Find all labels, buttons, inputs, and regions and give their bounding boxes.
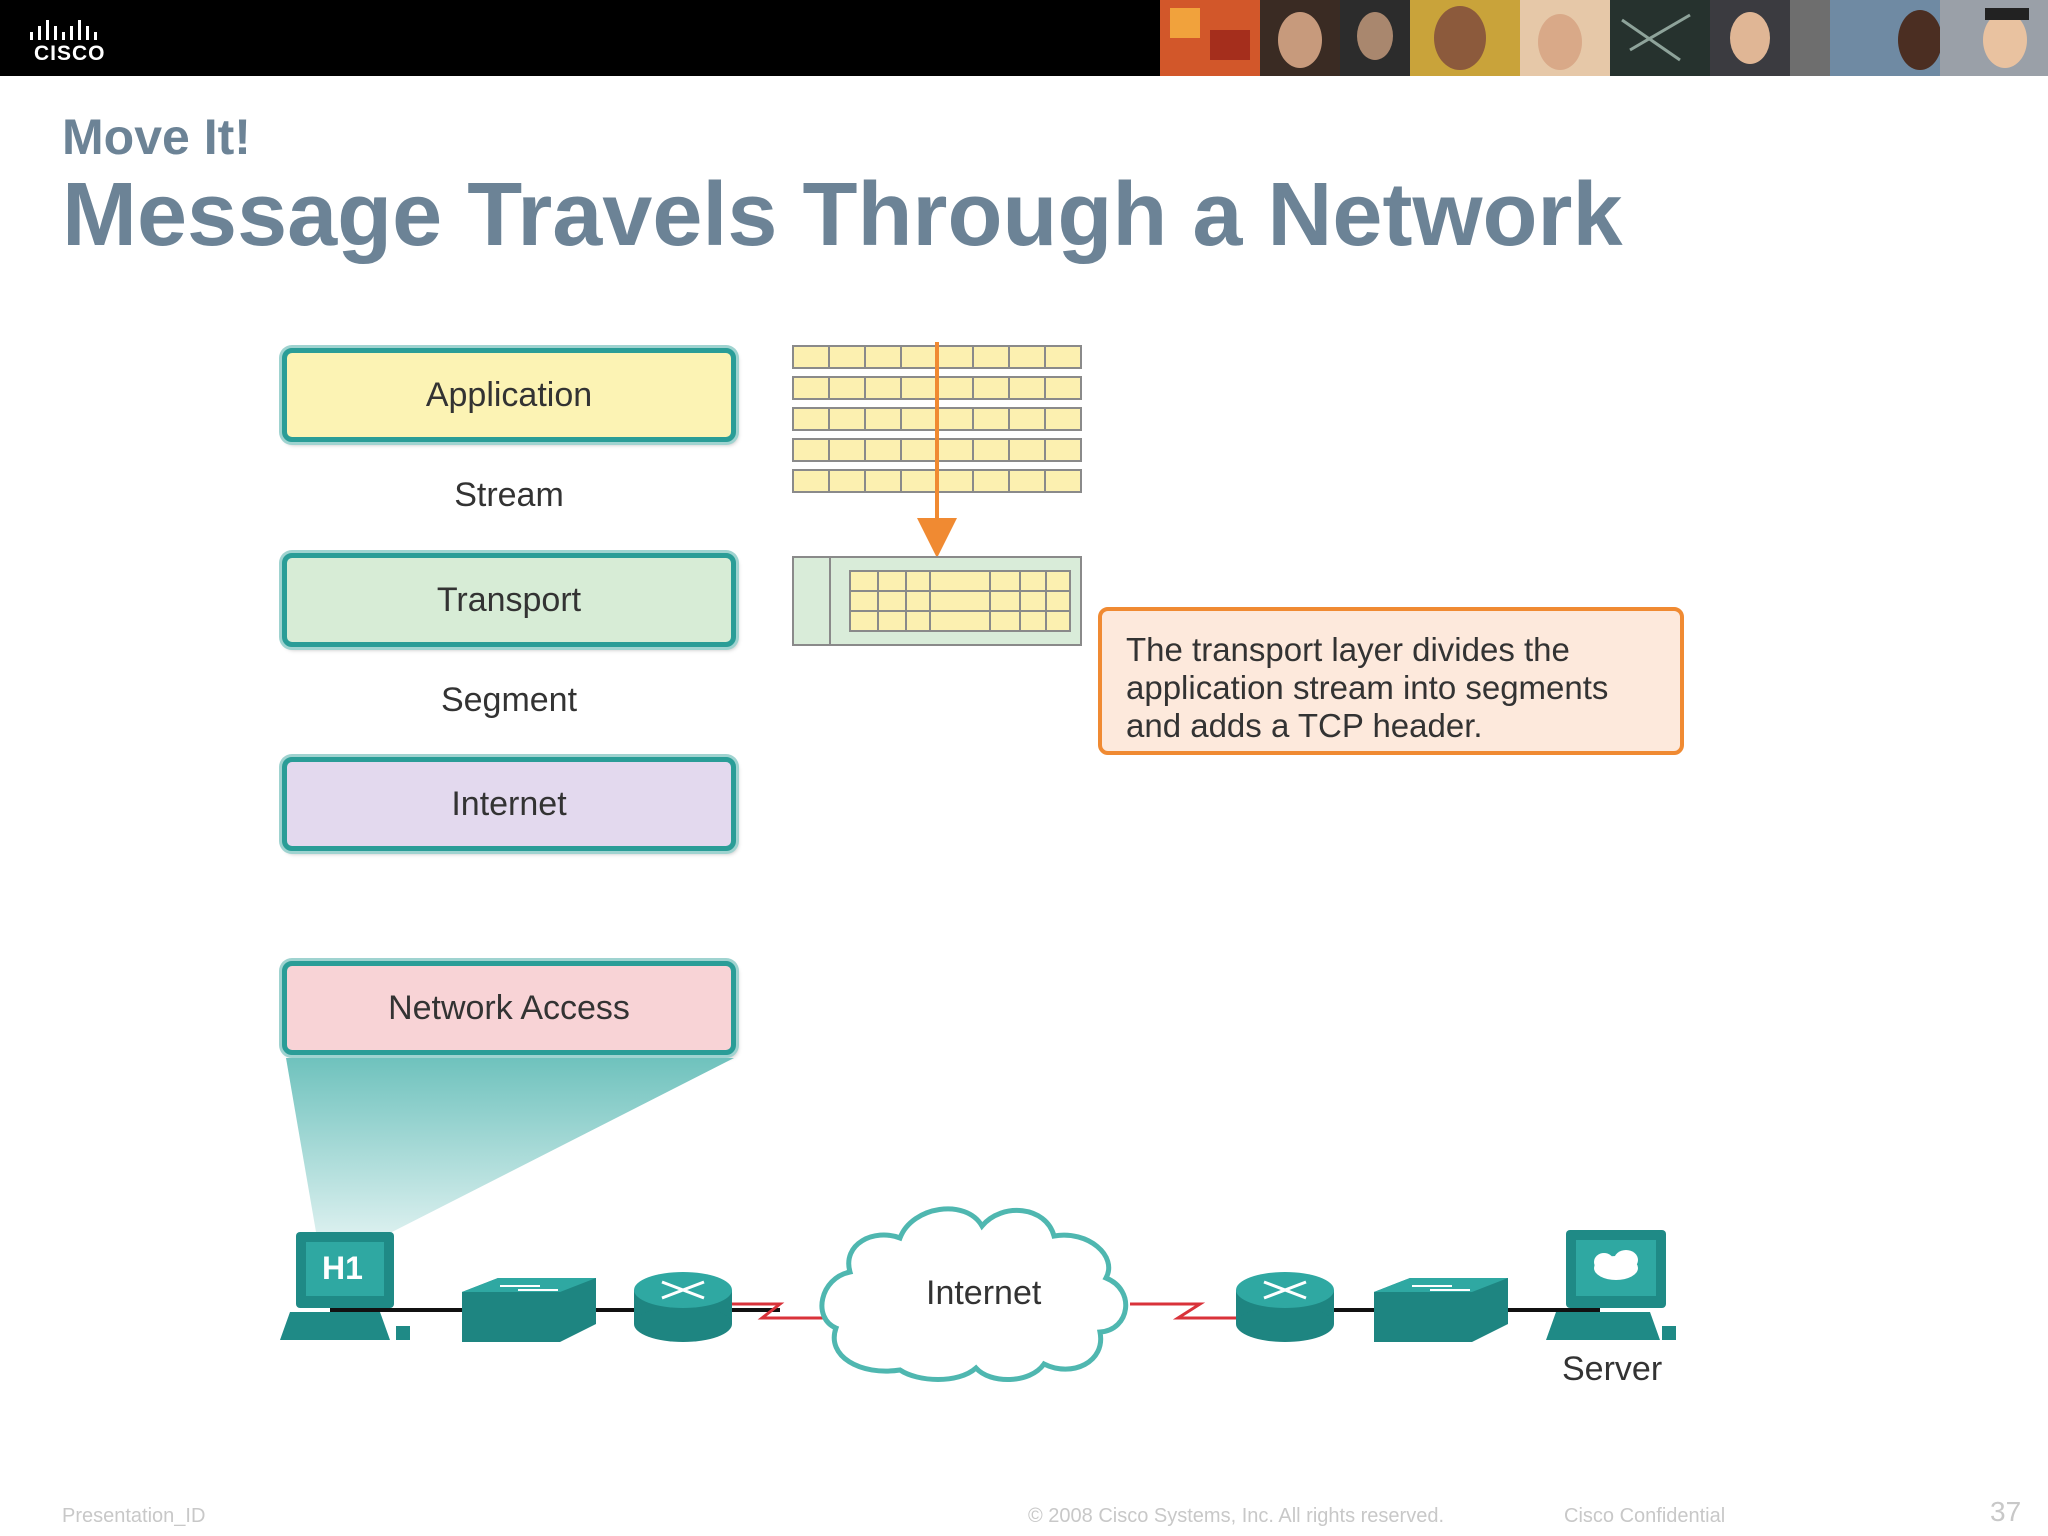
stream-cell <box>1008 345 1046 369</box>
stream-cell <box>1044 376 1082 400</box>
layer-internet: Internet <box>282 757 736 851</box>
stream-cell <box>864 469 902 493</box>
stream-cell <box>828 345 866 369</box>
server-computer-icon <box>1546 1230 1676 1340</box>
cisco-logo-icon <box>30 20 97 40</box>
stream-cell <box>972 376 1010 400</box>
stream-cell <box>828 438 866 462</box>
segment-block <box>792 556 1082 646</box>
stream-cell <box>936 438 974 462</box>
layer-network-access: Network Access <box>282 961 736 1055</box>
logo-text: CISCO <box>34 42 106 65</box>
transport-callout: The transport layer divides the applicat… <box>1098 607 1684 755</box>
stream-cell <box>828 376 866 400</box>
page-number: 37 <box>1990 1496 2022 1527</box>
stream-cell <box>936 407 974 431</box>
stream-cell <box>900 469 938 493</box>
stream-cell <box>900 376 938 400</box>
slide-title: Message Travels Through a Network <box>62 165 1623 265</box>
stream-cell <box>864 438 902 462</box>
switch-left-icon <box>462 1278 596 1342</box>
server-label: Server <box>1562 1350 1663 1388</box>
host-label: H1 <box>322 1250 363 1286</box>
stream-cell <box>792 438 830 462</box>
internet-cloud-icon <box>819 1206 1129 1382</box>
stream-cell <box>936 345 974 369</box>
stream-cell <box>792 376 830 400</box>
serial-link-right <box>1130 1302 1240 1320</box>
stream-cell <box>792 345 830 369</box>
slide-subtitle: Move It! <box>62 109 251 165</box>
stream-cell <box>1044 407 1082 431</box>
pdu-label-stream: Stream <box>454 476 564 514</box>
stream-cell <box>828 407 866 431</box>
stream-cell <box>972 407 1010 431</box>
stream-cell <box>1008 469 1046 493</box>
stream-cell <box>972 469 1010 493</box>
serial-link-left <box>730 1302 840 1320</box>
router-left-icon <box>634 1272 732 1342</box>
stream-data-grid <box>792 345 1082 493</box>
stream-cell <box>792 407 830 431</box>
switch-right-icon <box>1374 1278 1508 1342</box>
stream-cell <box>792 469 830 493</box>
header-bar: CISCO <box>0 0 2048 76</box>
stream-cell <box>900 438 938 462</box>
stream-cell <box>864 345 902 369</box>
footer-presentation-id: Presentation_ID <box>62 1505 206 1527</box>
stream-cell <box>1044 345 1082 369</box>
footer-copyright: © 2008 Cisco Systems, Inc. All rights re… <box>1028 1505 1445 1527</box>
cloud-label: Internet <box>926 1274 1042 1312</box>
router-right-icon <box>1236 1272 1334 1342</box>
host-computer-icon <box>280 1232 410 1340</box>
layer-transport: Transport <box>282 553 736 647</box>
stream-cell <box>1044 469 1082 493</box>
stream-cell <box>864 376 902 400</box>
stream-cell <box>936 376 974 400</box>
footer-confidential: Cisco Confidential <box>1564 1505 1726 1527</box>
stream-cell <box>1008 407 1046 431</box>
stream-cell <box>900 407 938 431</box>
stream-cell <box>1044 438 1082 462</box>
stream-cell <box>1008 438 1046 462</box>
pdu-label-segment: Segment <box>440 681 578 719</box>
layer-application: Application <box>282 348 736 442</box>
stream-cell <box>864 407 902 431</box>
stream-cell <box>1008 376 1046 400</box>
layer-beam <box>286 1058 734 1232</box>
stream-cell <box>972 345 1010 369</box>
stream-cell <box>900 345 938 369</box>
stream-cell <box>936 469 974 493</box>
stream-cell <box>972 438 1010 462</box>
photo-strip-image <box>1160 0 2048 76</box>
stream-cell <box>828 469 866 493</box>
